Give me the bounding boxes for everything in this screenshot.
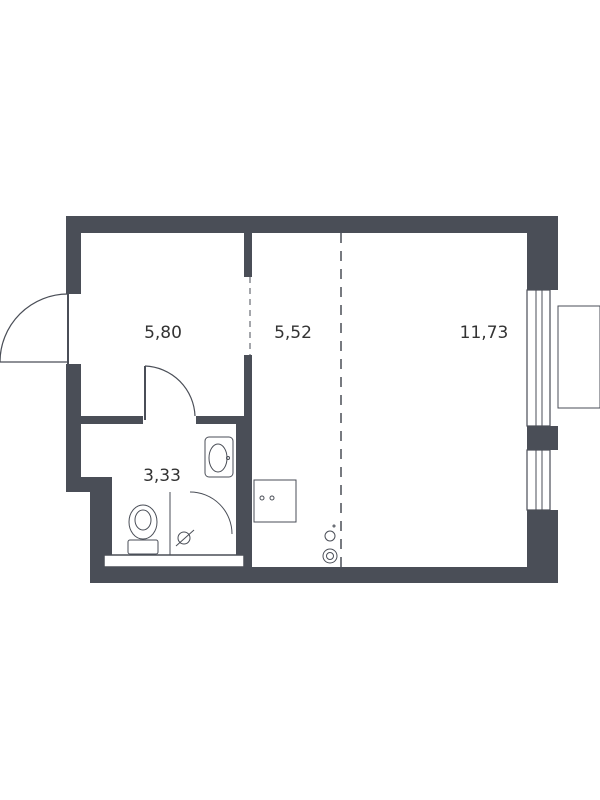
wall-right-lower xyxy=(527,510,558,583)
wall-left-lower xyxy=(66,364,81,492)
bath-top-right xyxy=(196,416,252,424)
window xyxy=(526,289,551,511)
kitchen-counter xyxy=(253,479,297,523)
shower xyxy=(169,491,233,555)
wall-top xyxy=(66,216,558,233)
wall-right-upper xyxy=(527,216,558,290)
room-area-hall: 5,80 xyxy=(144,323,182,343)
partition-hall-kitchen-lower xyxy=(244,355,252,423)
walls xyxy=(66,216,558,583)
stove xyxy=(322,524,338,564)
sink xyxy=(204,436,234,478)
room-area-living: 11,73 xyxy=(460,323,509,343)
room-area-bathroom: 3,33 xyxy=(143,466,181,486)
wall-left-upper xyxy=(66,216,81,294)
toilet xyxy=(127,504,159,555)
entrance-door xyxy=(0,293,69,364)
bath-bench xyxy=(103,554,245,568)
wall-bottom xyxy=(90,567,558,583)
wall-right-middle xyxy=(527,426,558,450)
bath-top-left xyxy=(81,416,143,424)
room-area-kitchen: 5,52 xyxy=(274,323,312,343)
balcony xyxy=(557,305,600,409)
bathroom-door xyxy=(144,365,196,420)
interior-walls xyxy=(81,233,252,568)
partition-hall-kitchen xyxy=(244,233,252,277)
bath-right xyxy=(236,416,252,567)
